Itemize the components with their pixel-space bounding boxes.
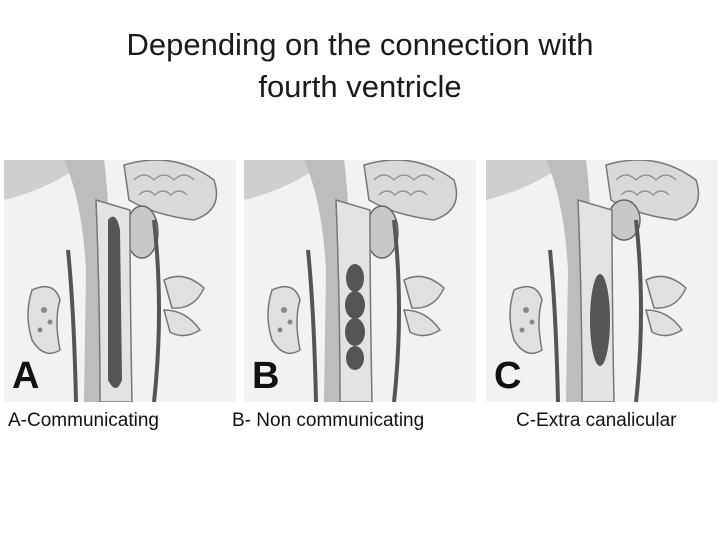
spinal-cord-illustration-c [486, 160, 718, 402]
panel-letter-b: B [252, 355, 280, 397]
panel-letter-a: A [12, 355, 40, 397]
caption-c: C-Extra canalicular [516, 410, 677, 431]
caption-b: B- Non communicating [232, 410, 425, 431]
illustration-panel-a: A [4, 160, 236, 402]
caption-a: A-Communicating [8, 410, 159, 431]
title-line-1: Depending on the connection with [126, 27, 594, 62]
slide-title: Depending on the connection with fourth … [40, 24, 680, 108]
panel-letter-c: C [494, 355, 522, 397]
title-line-2: fourth ventricle [258, 69, 462, 104]
illustration-panel-c: C [486, 160, 718, 402]
spinal-cord-illustration-b [244, 160, 476, 402]
spinal-cord-illustration-a [4, 160, 236, 402]
illustration-panel-b: B [244, 160, 476, 402]
